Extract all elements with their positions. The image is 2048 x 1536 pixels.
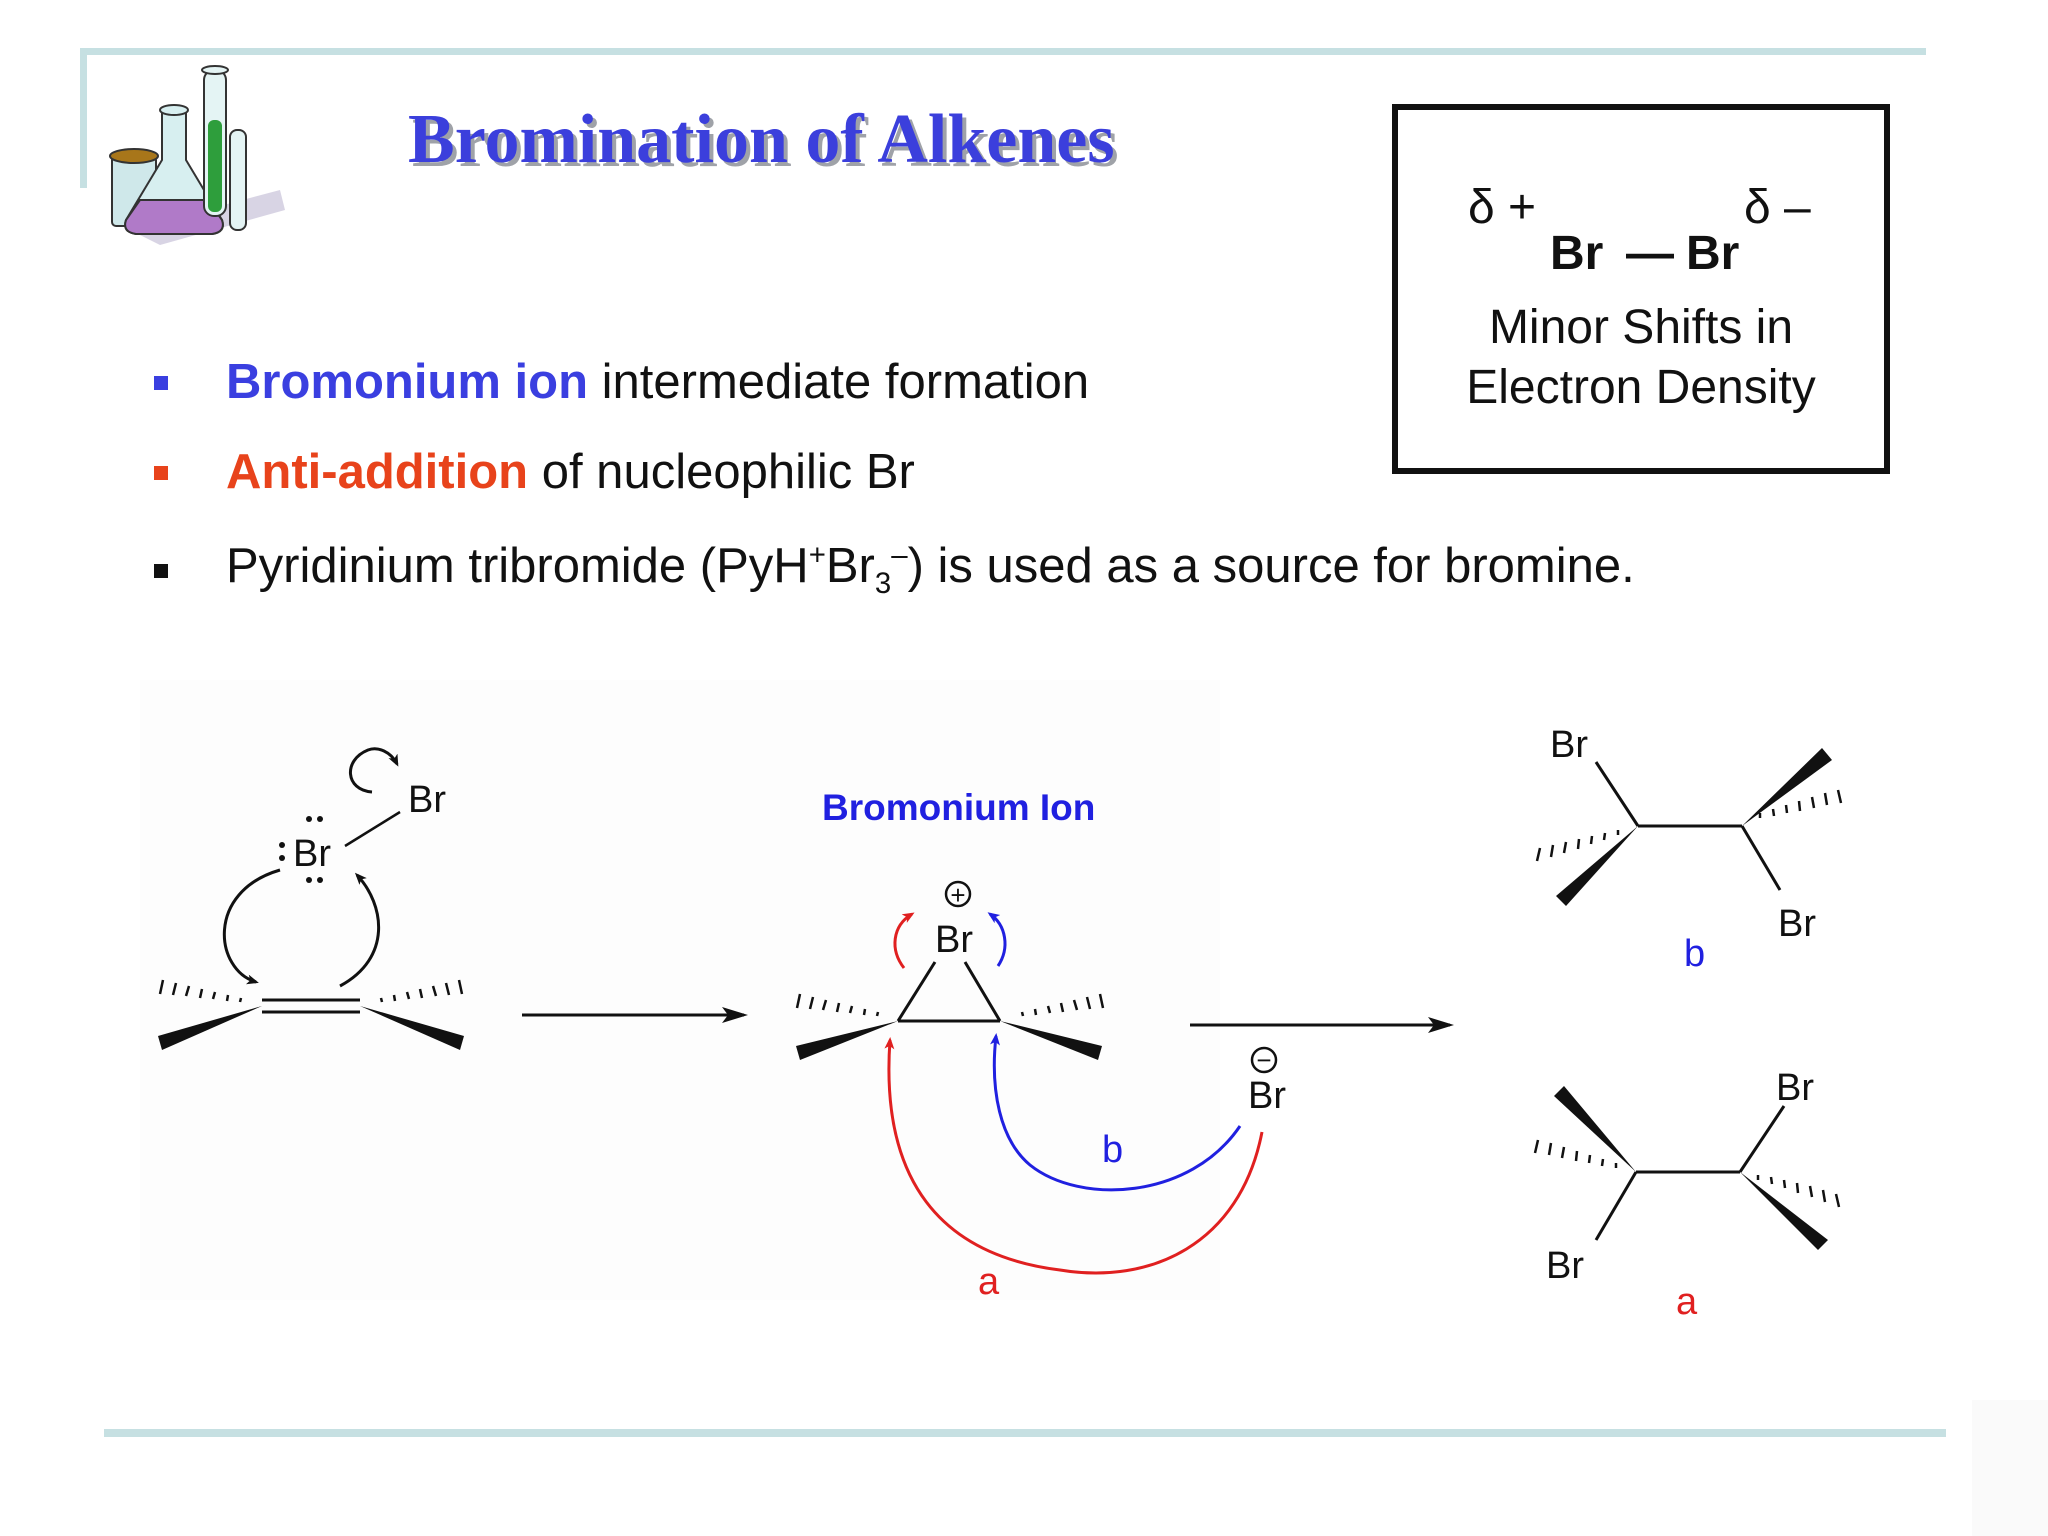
br-br-bond: — xyxy=(1626,227,1674,280)
product-b-br-top: Br xyxy=(1550,724,1588,766)
bromonium-ion-label: Bromonium Ion xyxy=(822,787,1095,828)
bullet-text: Br xyxy=(825,539,875,593)
path-b-label: b xyxy=(1102,1129,1123,1171)
electron-density-box: δ + δ – Br — Br Minor Shifts in Electron… xyxy=(1392,104,1890,474)
bromonium-intermediate: + Br xyxy=(795,880,1105,1060)
bottom-accent-line xyxy=(104,1429,1946,1437)
highlight-text: Anti-addition xyxy=(226,445,529,499)
br-right-atom: Br xyxy=(1686,227,1740,280)
path-b-arrow xyxy=(990,1033,1242,1192)
bullet-square-icon xyxy=(154,466,168,480)
product-b: Br Br b xyxy=(1535,724,1843,975)
product-b-br-bottom: Br xyxy=(1778,903,1816,945)
product-b-label: b xyxy=(1684,933,1705,975)
positive-charge-symbol: + xyxy=(950,880,965,910)
path-a-arrow xyxy=(884,1037,1264,1275)
charge-plus: + xyxy=(808,538,826,572)
page-title: Bromination of Alkenes xyxy=(408,101,1115,178)
product-a-br-top: Br xyxy=(1776,1067,1814,1109)
br-bromonium-atom: Br xyxy=(935,919,973,961)
left-accent-line xyxy=(80,48,87,188)
caption-line-2: Electron Density xyxy=(1466,361,1816,414)
bullet-text: of nucleophilic Br xyxy=(528,445,915,499)
product-a-label: a xyxy=(1676,1281,1698,1323)
bullet-text: ) is used as a source for bromine. xyxy=(907,539,1635,593)
bullet-text: Pyridinium tribromide (PyH xyxy=(226,539,809,593)
bullet-square-icon xyxy=(154,376,168,390)
br-left-atom: Br xyxy=(1550,227,1604,280)
product-a: Br Br a xyxy=(1533,1067,1841,1323)
lab-glassware-icon xyxy=(100,60,290,250)
product-a-br-bottom: Br xyxy=(1546,1245,1584,1287)
bromine-molecule: Br Br xyxy=(222,747,446,988)
alkene-reactant xyxy=(158,979,464,1050)
bullet-text: intermediate formation xyxy=(588,355,1090,409)
bromide-nucleophile: − Br xyxy=(1248,1045,1286,1117)
path-a-label: a xyxy=(978,1261,1000,1303)
delta-plus-label: δ + xyxy=(1468,181,1537,234)
bullet-square-icon xyxy=(154,564,168,578)
caption-line-1: Minor Shifts in xyxy=(1488,301,1794,354)
slide-edge-shade xyxy=(1972,1400,2048,1536)
highlight-text: Bromonium ion xyxy=(226,355,589,409)
negative-charge-symbol: − xyxy=(1256,1045,1271,1075)
top-accent-line xyxy=(80,48,1926,55)
br-top-atom: Br xyxy=(408,779,446,821)
subscript-3: 3 xyxy=(874,566,892,600)
br-nucleophile-atom: Br xyxy=(1248,1075,1286,1117)
delta-minus-label: δ – xyxy=(1744,181,1811,234)
br-lone-pair-atom: Br xyxy=(293,833,331,875)
charge-minus: – xyxy=(891,538,908,572)
